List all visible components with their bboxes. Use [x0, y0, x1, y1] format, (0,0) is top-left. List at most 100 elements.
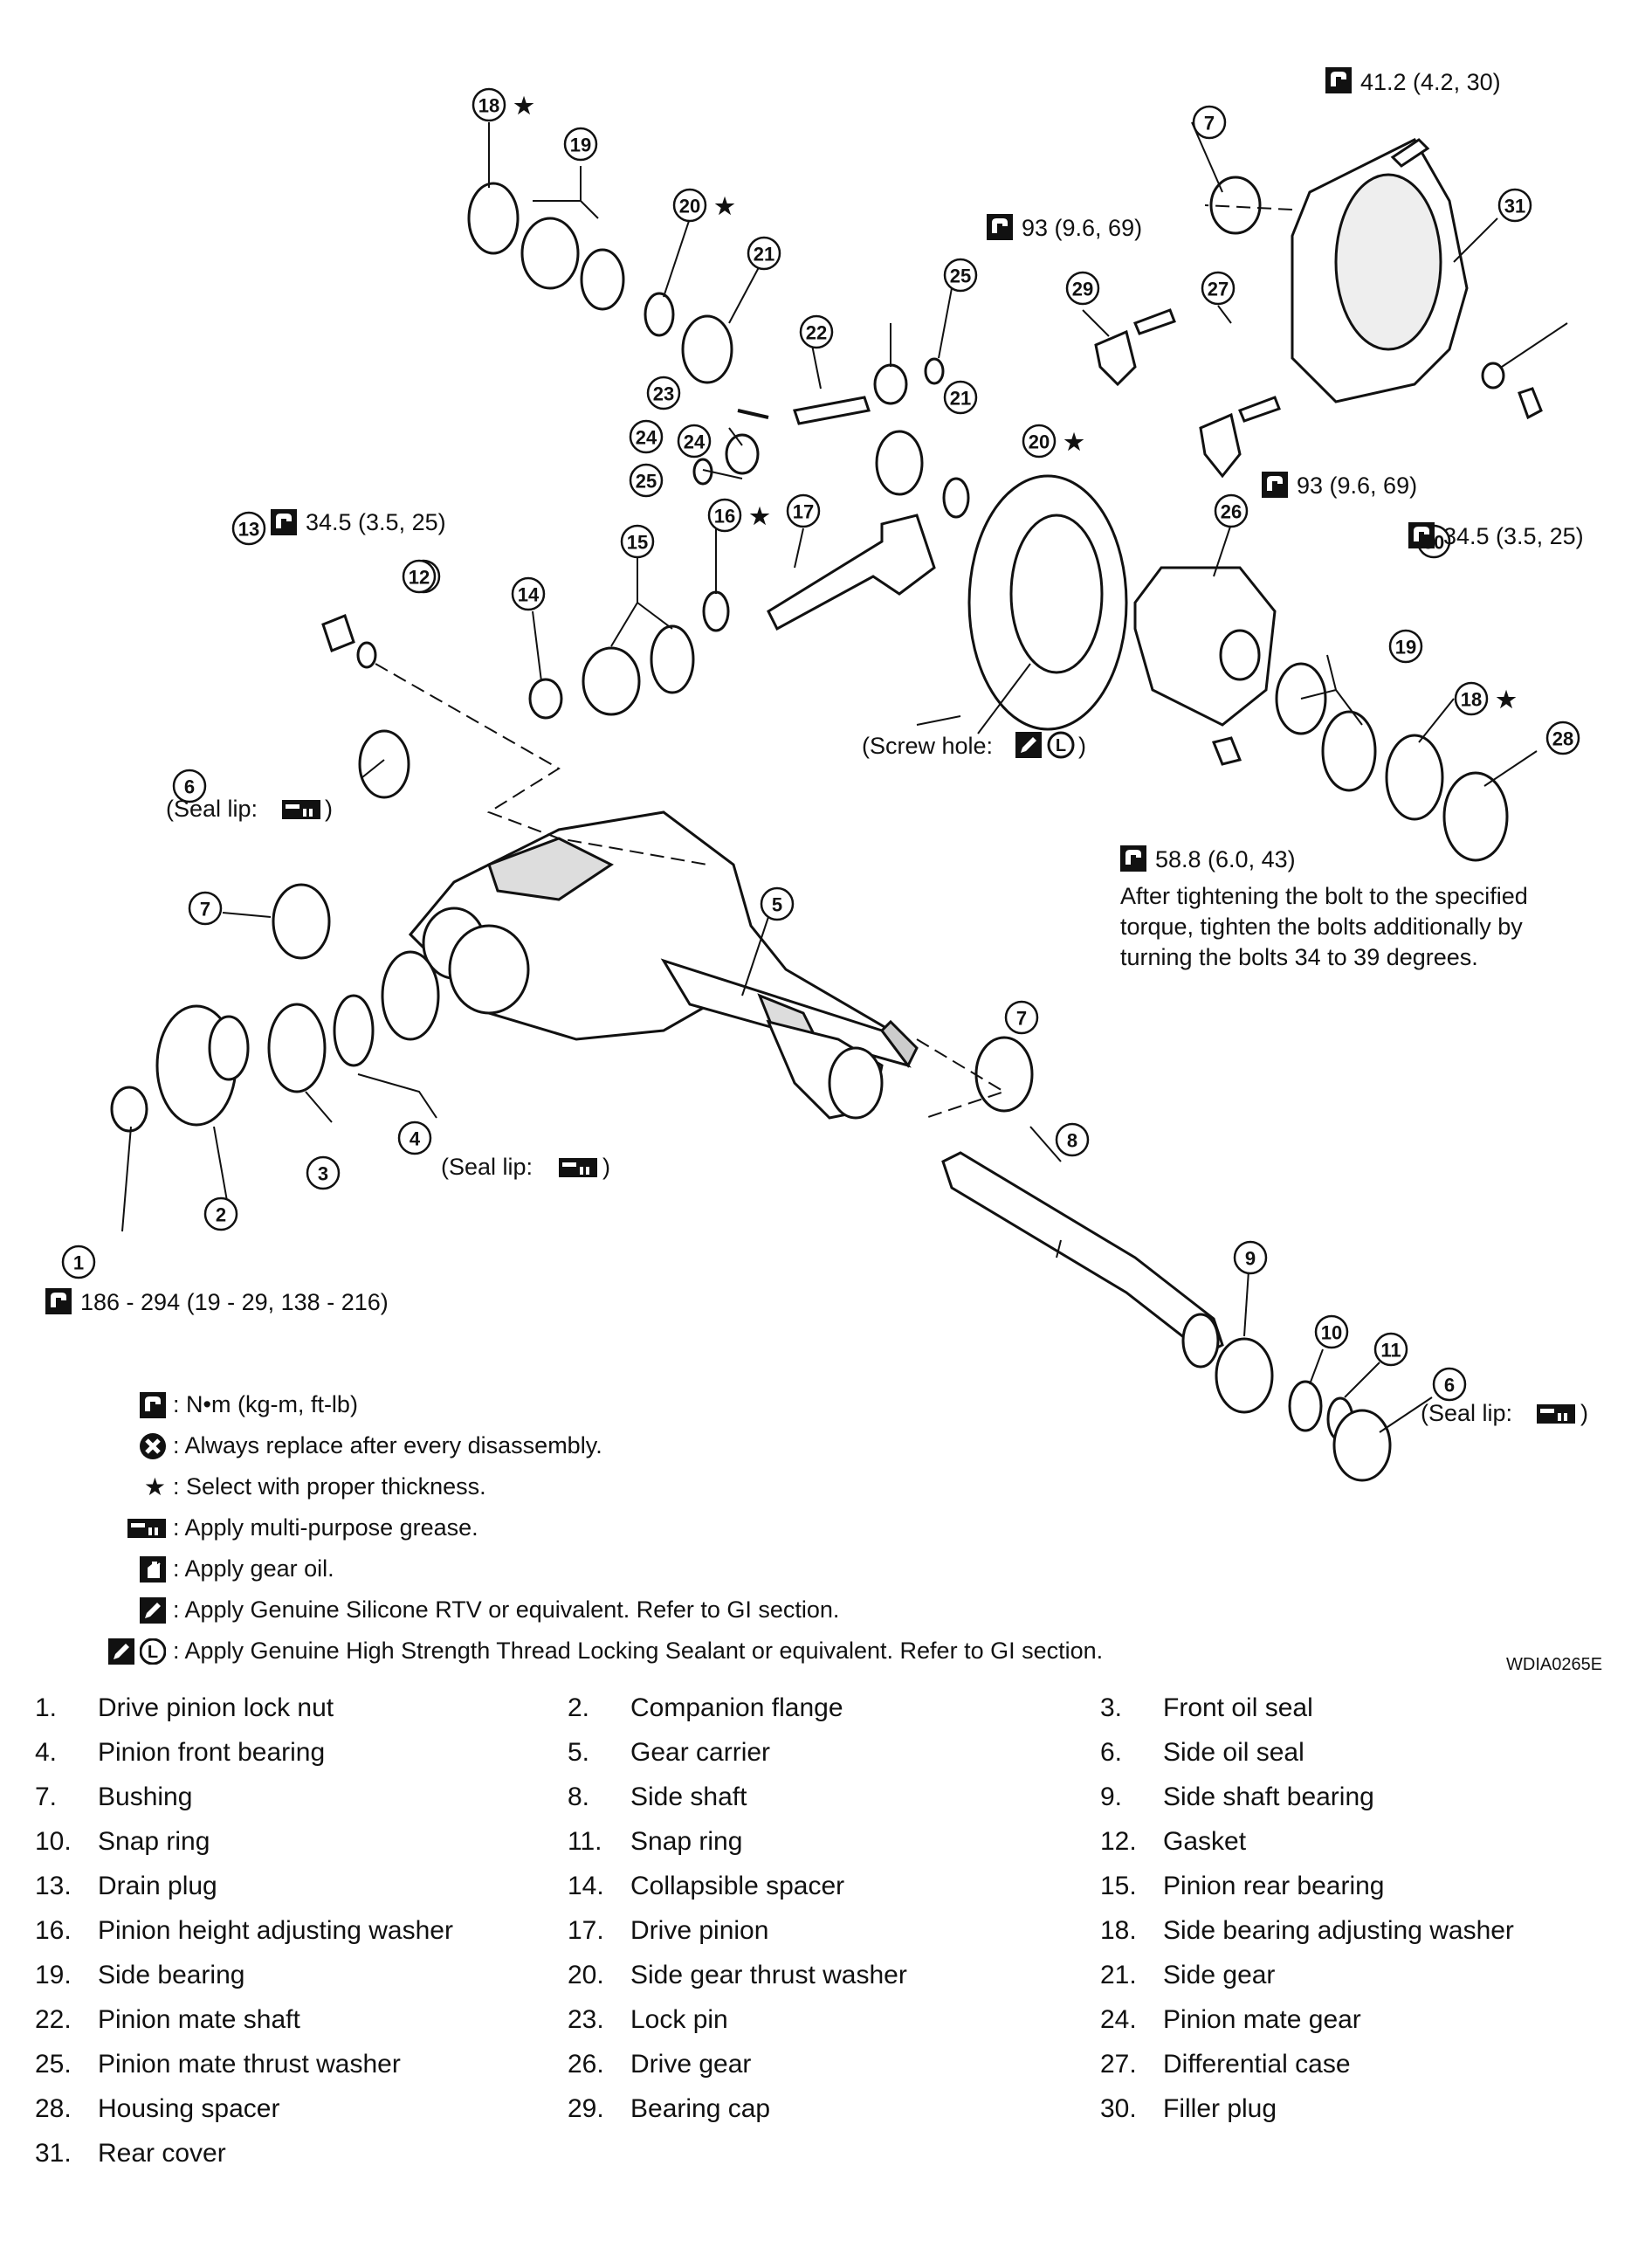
callout-20: 20★ [672, 188, 735, 223]
callout-7: 7 [1004, 1000, 1039, 1035]
callout-10: 10 [1314, 1314, 1349, 1349]
side-bearing-upper-drawing [520, 217, 580, 290]
part-name: Lock pin [630, 2004, 728, 2034]
part-item: 24.Pinion mate gear [1100, 1997, 1633, 2042]
torque-wrench-icon [45, 1288, 72, 1314]
svg-text:15: 15 [627, 532, 648, 554]
part-number: 17. [568, 1915, 604, 1945]
leader-lines [121, 121, 1568, 1433]
svg-text:21: 21 [754, 244, 774, 265]
seal-lip-suffix: ) [325, 796, 333, 822]
exploded-diagram: L [45, 67, 1588, 1482]
callout-4: 4 [397, 1120, 432, 1155]
callout-28: 28 [1545, 721, 1580, 755]
part-number: 25. [35, 2049, 72, 2079]
svg-text:22: 22 [806, 322, 827, 344]
callout-25: 25 [943, 258, 978, 293]
part-number: 2. [568, 1693, 590, 1722]
part-name: Differential case [1163, 2049, 1351, 2079]
svg-text:18: 18 [1461, 689, 1482, 711]
legend-text: : Apply gear oil. [173, 1555, 334, 1582]
gasket-left-drawing [356, 641, 377, 669]
svg-text:2: 2 [216, 1204, 226, 1226]
pinion-mate-gear-drawing [873, 363, 908, 405]
torque-wrench-icon [987, 214, 1013, 240]
callout-27: 27 [1201, 271, 1236, 306]
part-item: 13. Drain plug [35, 1864, 568, 1908]
part-number: 14. [568, 1871, 604, 1900]
callout-14: 14 [511, 576, 546, 611]
svg-text:16: 16 [714, 506, 735, 527]
legend-text: : Apply Genuine High Strength Thread Loc… [173, 1638, 1104, 1664]
svg-text:8: 8 [1067, 1130, 1077, 1152]
silicone-rtv-icon [1015, 732, 1042, 758]
part-item: 22.Pinion mate shaft [35, 1997, 568, 2042]
torque-wrench-icon [1408, 522, 1435, 548]
callout-21: 21 [943, 380, 978, 415]
part-number: 26. [568, 2049, 604, 2079]
torque-filler-plug: 34.5 (3.5, 25) [1443, 523, 1584, 549]
bushing-right-drawing [974, 1036, 1034, 1113]
callout-7: 7 [1192, 105, 1227, 140]
part-item: 25.Pinion mate thrust washer [35, 2042, 568, 2086]
rear-cover-bolt-drawing [1390, 138, 1430, 168]
callout-19: 19 [1388, 629, 1423, 664]
callout-22: 22 [799, 314, 834, 349]
legend-text: : Always replace after every disassembly… [173, 1432, 602, 1458]
svg-text:19: 19 [570, 134, 591, 156]
torque-drain-plug: 34.5 (3.5, 25) [306, 509, 446, 535]
torque-note-line-3: turning the bolts 34 to 39 degrees. [1120, 944, 1478, 970]
torque-wrench-icon [1325, 67, 1352, 93]
part-number: 13. [35, 1871, 72, 1900]
drain-plug-drawing [321, 614, 355, 652]
legend: : N•m (kg-m, ft-lb) : Always replace aft… [35, 1384, 1345, 1672]
part-name: Collapsible spacer [630, 1871, 845, 1900]
callout-21: 21 [747, 236, 781, 271]
svg-text:5: 5 [772, 894, 782, 916]
side-gear-thrust-washer-lower-drawing [942, 477, 970, 519]
annotations: 41.2 (4.2, 30) 93 (9.6, 69) 93 (9.6, 69)… [45, 67, 1588, 1426]
part-item: 20.Side gear thrust washer [568, 1953, 1100, 1997]
collapsible-spacer-drawing [528, 678, 563, 720]
part-name: Side gear thrust washer [630, 1960, 907, 1989]
part-name: Gear carrier [630, 1737, 771, 1767]
part-number: 10. [35, 1826, 72, 1856]
callout-6: 6 [1432, 1367, 1467, 1402]
bushing-left-drawing [272, 883, 331, 960]
part-name: Drive pinion [630, 1915, 769, 1945]
part-name: Gasket [1163, 1826, 1247, 1856]
pinion-mate-thrust-washer-drawing [924, 357, 945, 385]
part-item: 7.Bushing [35, 1775, 568, 1819]
svg-text:21: 21 [950, 388, 971, 410]
part-name: Rear cover [98, 2138, 226, 2168]
dash-lines [375, 204, 1293, 1119]
legend-text: : Apply multi-purpose grease. [173, 1514, 478, 1541]
bushing-upper-drawing [1209, 176, 1262, 235]
side-oil-seal-drawing [1332, 1409, 1392, 1482]
callout-23: 23 [646, 376, 681, 410]
part-name: Drain plug [98, 1871, 217, 1900]
legend-row-torque: : N•m (kg-m, ft-lb) [35, 1384, 1345, 1425]
callout-25: 25 [629, 463, 664, 498]
part-name: Pinion height adjusting washer [98, 1915, 453, 1945]
part-item: 18.Side bearing adjusting washer [1100, 1908, 1633, 1953]
star-icon: ★ [513, 93, 534, 119]
callout-16: 16★ [707, 498, 770, 533]
pinion-front-bearing-drawing [333, 994, 375, 1067]
part-name: Side shaft [630, 1782, 747, 1811]
part-number: 3. [1100, 1693, 1123, 1722]
gear-oil-icon [35, 1555, 173, 1582]
part-name: Housing spacer [98, 2093, 280, 2123]
pinion-mate-shaft-drawing [793, 396, 871, 425]
seal-lip-prefix: (Seal lip: [441, 1154, 533, 1180]
part-number: 23. [568, 2004, 604, 2034]
side-gear-lower-drawing [875, 430, 924, 496]
part-name: Snap ring [98, 1826, 210, 1856]
replace-x-icon [35, 1433, 173, 1459]
bearing-race-drawing [381, 950, 440, 1041]
callout-18: 18★ [472, 87, 534, 122]
part-name: Pinion mate shaft [98, 2004, 300, 2034]
star-icon: ★ [143, 1473, 166, 1500]
svg-text:9: 9 [1245, 1248, 1256, 1270]
part-name: Side shaft bearing [1163, 1782, 1374, 1811]
